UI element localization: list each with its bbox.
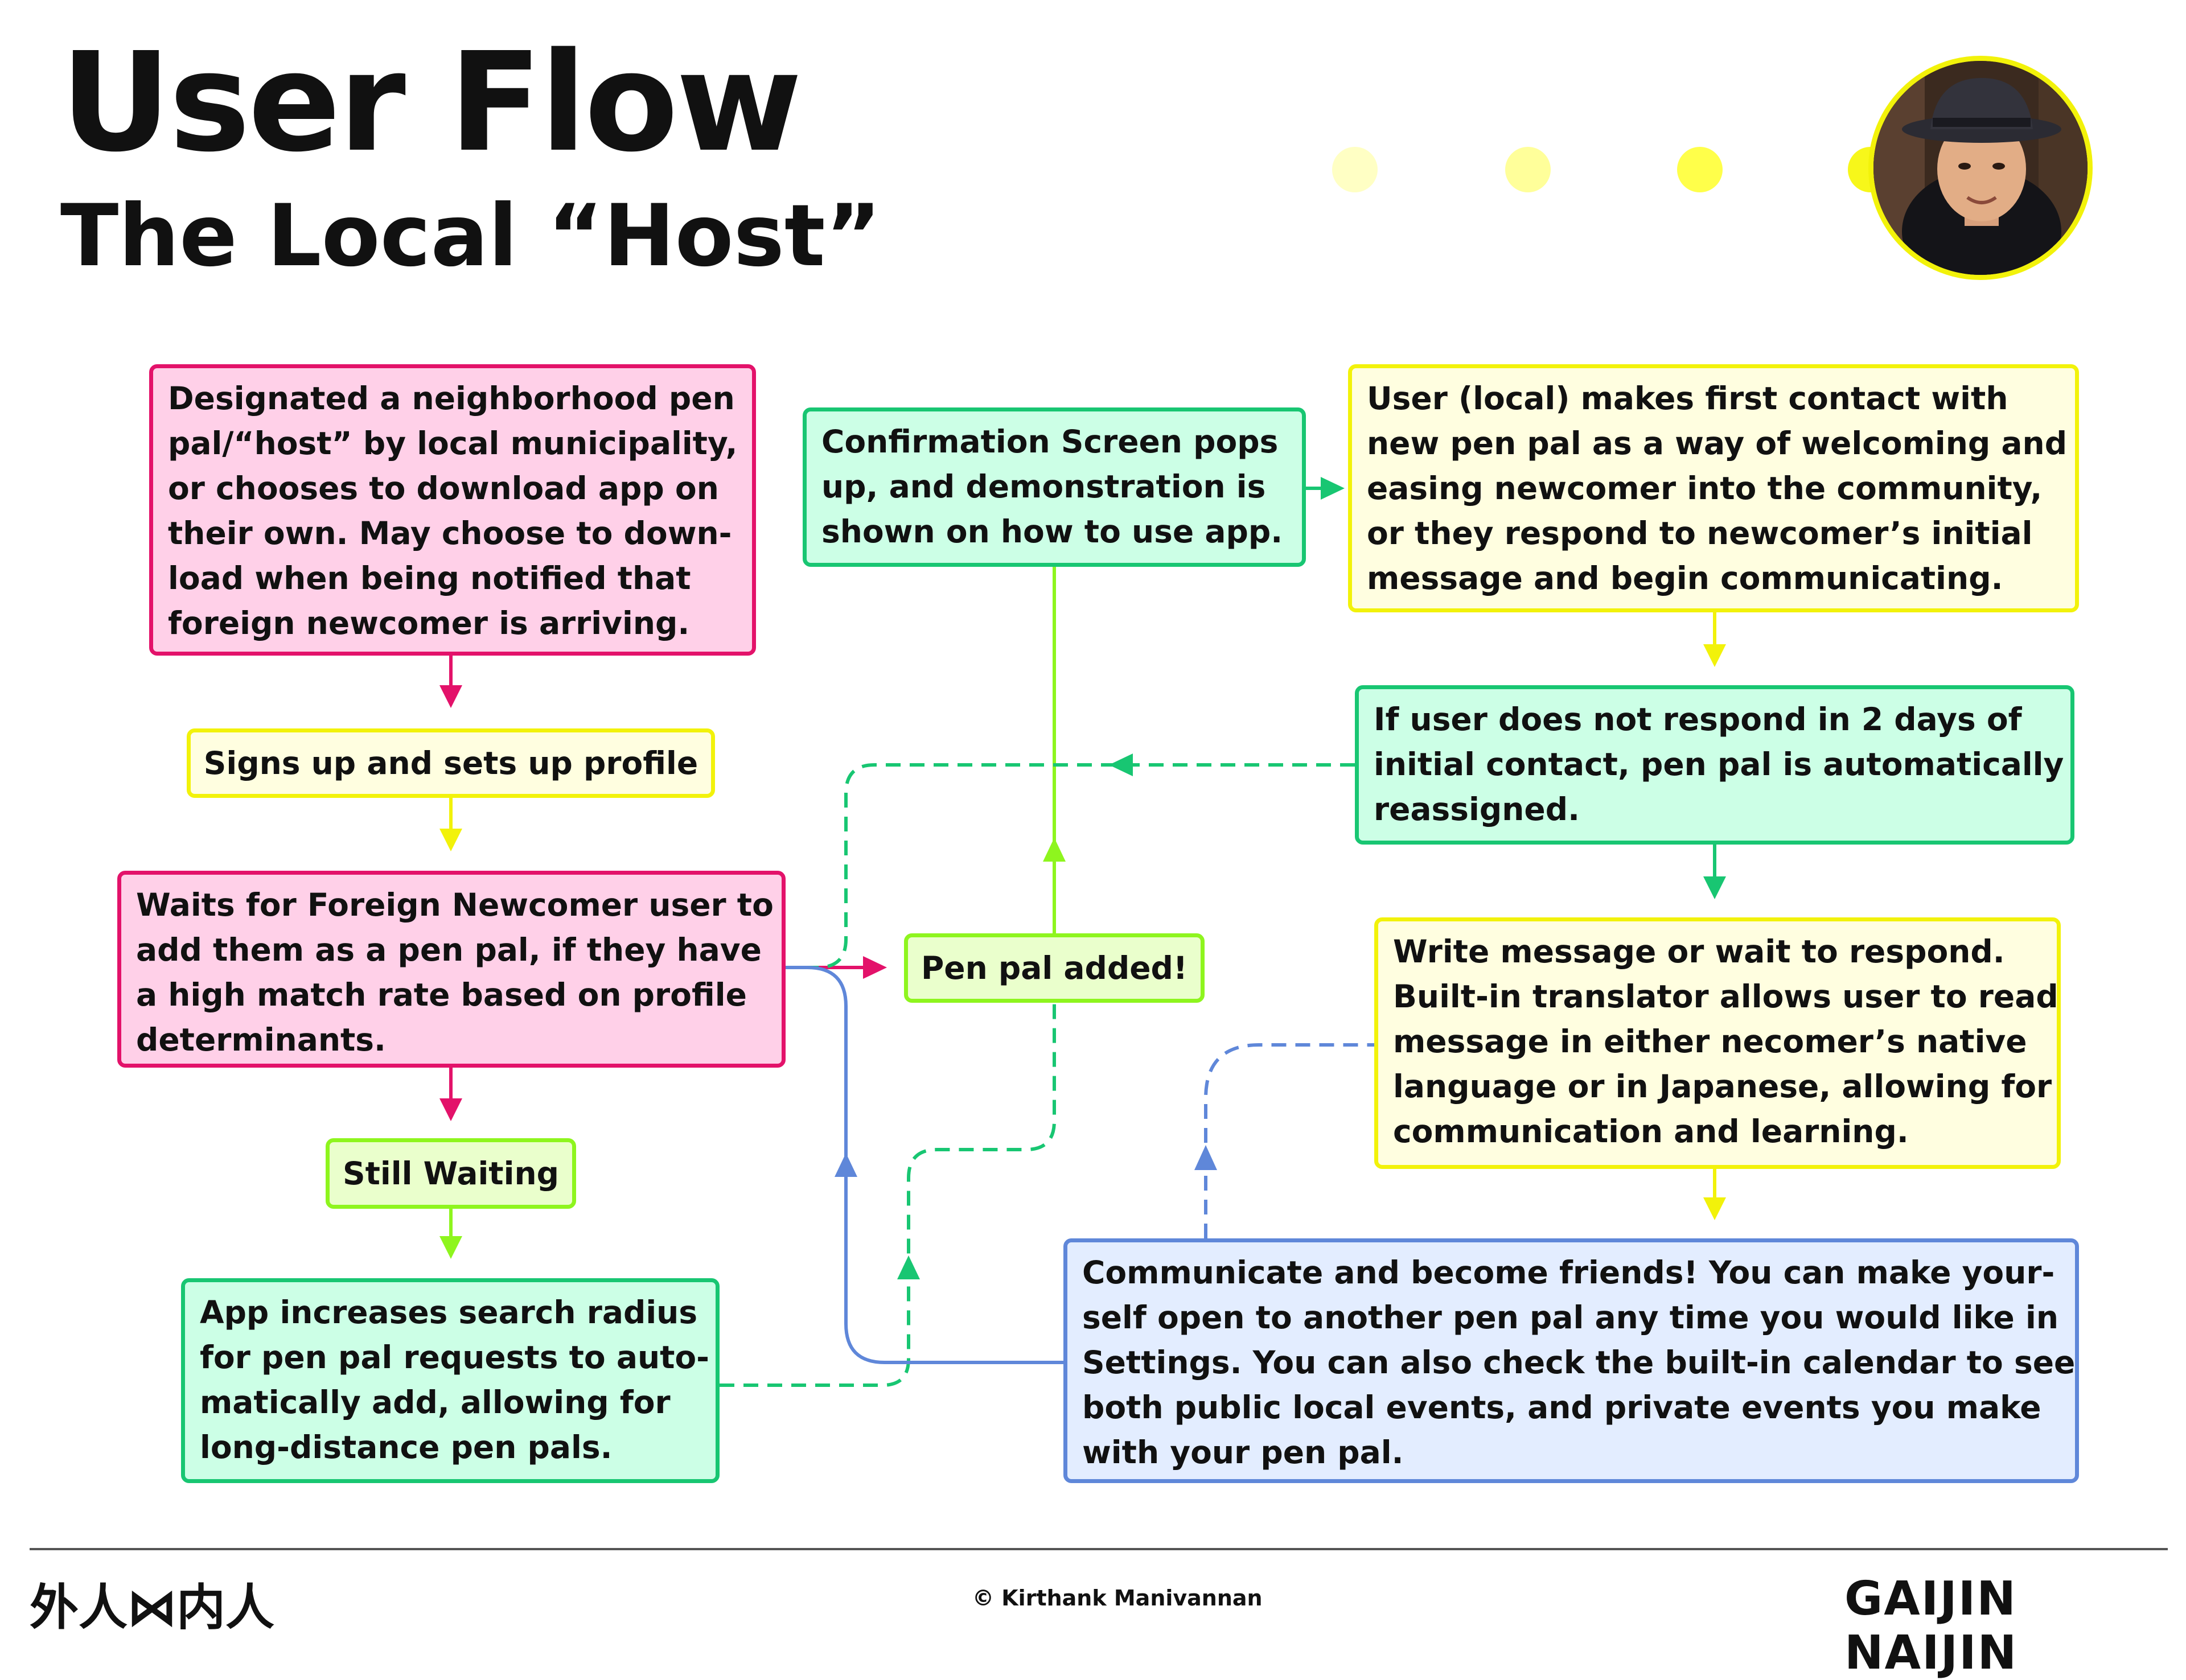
node-signup: Signs up and sets up profile [187,728,715,798]
node-search-radius: App increases search radius for pen pal … [181,1278,720,1483]
node-designated-host: Designated a neighborhood pen pal/“host”… [149,364,756,656]
node-write-line-4: language or in Japanese, allowing for [1393,1068,2052,1105]
node-waits-for-newcomer: Waits for Foreign Newcomer user to add t… [117,871,786,1068]
node-write-line-1: Write message or wait to respond. [1393,933,2005,970]
node-search-line-3: matically add, allowing for [200,1384,671,1420]
node-write-line-5: communication and learning. [1393,1113,1909,1150]
node-designated-line-1: Designated a neighborhood pen [168,380,735,417]
node-search-line-2: for pen pal requests to auto- [200,1339,710,1376]
node-waits-line-1: Waits for Foreign Newcomer user to [136,887,774,923]
brand-logo-wordmark: GAIJIN NAIJIN [1844,1572,2018,1680]
node-designated-line-5: load when being notified that [168,560,691,596]
node-designated-line-4: their own. May choose to down- [168,515,732,551]
node-first-contact-line-3: easing newcomer into the community, [1367,470,2043,507]
flow-connectors [439,477,1726,1387]
node-first-contact-line-1: User (local) makes first contact with [1367,380,2008,417]
node-no-response-line-3: reassigned. [1374,791,1580,827]
brand-logo-japanese: 外人⋈内人 [30,1579,274,1636]
footer-divider [30,1548,2168,1550]
node-search-line-1: App increases search radius [200,1294,698,1331]
node-waits-line-4: determinants. [136,1022,386,1058]
node-first-contact-line-2: new pen pal as a way of welcoming and [1367,425,2068,462]
node-confirmation-screen: Confirmation Screen pops up, and demonst… [803,407,1306,567]
node-pen-pal-added: Pen pal added! [904,933,1205,1003]
node-first-contact-line-5: message and begin communicating. [1367,560,2003,596]
node-write-line-3: message in either necomer’s native [1393,1023,2027,1060]
node-no-response-line-1: If user does not respond in 2 days of [1374,701,2022,738]
node-confirmation-line-2: up, and demonstration is [821,468,1266,505]
progress-dot-2 [1505,147,1551,192]
node-communicate-line-1: Communicate and become friends! You can … [1082,1254,2055,1291]
node-communicate: Communicate and become friends! You can … [1063,1238,2079,1483]
node-confirmation-line-3: shown on how to use app. [821,513,1283,550]
progress-dot-3 [1677,147,1723,192]
node-first-contact: User (local) makes first contact with ne… [1348,364,2079,612]
node-write-message: Write message or wait to respond. Built-… [1374,917,2061,1169]
node-no-response-line-2: initial contact, pen pal is automaticall… [1374,746,2064,783]
page-title: User Flow [60,23,802,182]
page-subtitle: The Local “Host” [60,187,882,286]
node-waits-line-3: a high match rate based on profile [136,977,747,1013]
node-designated-line-6: foreign newcomer is arriving. [168,605,690,641]
node-designated-line-3: or chooses to download app on [168,470,719,507]
node-confirmation-line-1: Confirmation Screen pops [821,423,1279,460]
copyright-credit: © Kirthank Manivannan [972,1586,1263,1611]
node-search-line-4: long-distance pen pals. [200,1429,613,1465]
node-communicate-line-4: both public local events, and private ev… [1082,1389,2041,1426]
node-first-contact-line-4: or they respond to newcomer’s initial [1367,515,2033,551]
node-designated-line-2: pal/“host” by local municipality, [168,425,738,462]
node-communicate-line-5: with your pen pal. [1082,1434,1404,1471]
node-communicate-line-3: Settings. You can also check the built-i… [1082,1344,2076,1381]
node-no-response-reassign: If user does not respond in 2 days of in… [1355,685,2074,845]
progress-dot-1 [1332,147,1378,192]
node-communicate-line-2: self open to another pen pal any time yo… [1082,1299,2058,1336]
node-write-line-2: Built-in translator allows user to read [1393,978,2058,1015]
node-waits-line-2: add them as a pen pal, if they have [136,932,762,968]
node-still-waiting: Still Waiting [326,1138,576,1209]
